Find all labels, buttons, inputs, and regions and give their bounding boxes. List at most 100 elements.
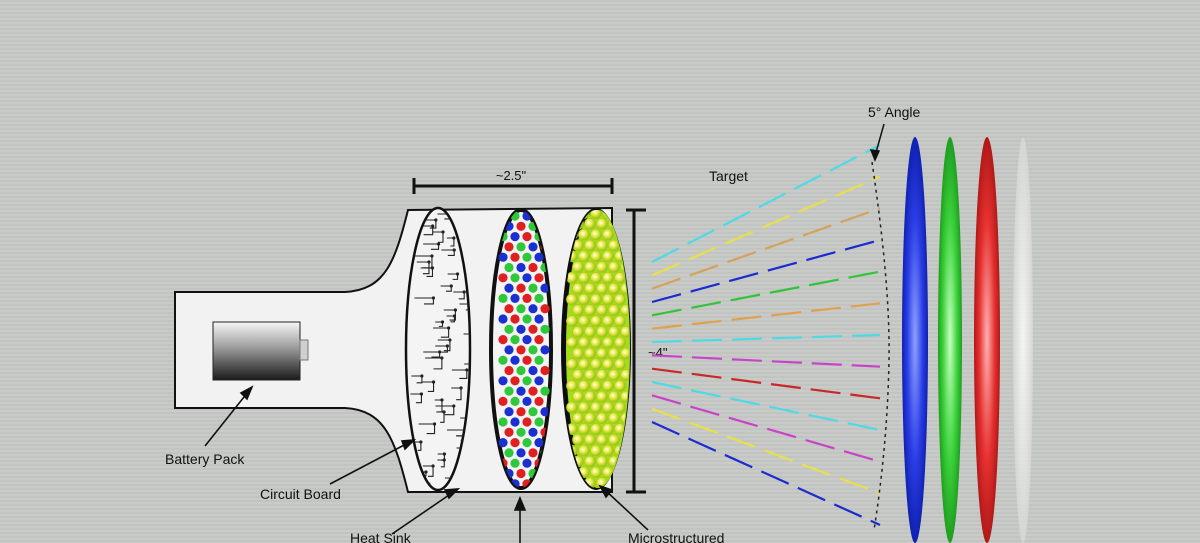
circuit-board-icon xyxy=(404,206,472,492)
lens-cell xyxy=(578,336,590,349)
circuit-trace xyxy=(422,381,435,393)
circuit-trace xyxy=(422,465,434,477)
led-dot xyxy=(534,314,544,324)
lens-cell xyxy=(602,250,614,263)
circuit-trace xyxy=(435,321,444,327)
circuit-pad xyxy=(459,386,463,390)
lens-cell xyxy=(572,347,584,360)
lens-cell xyxy=(602,379,614,392)
led-dot xyxy=(498,252,508,262)
led-dot xyxy=(510,417,520,427)
led-dot xyxy=(528,345,538,355)
led-dot xyxy=(498,355,508,365)
lens-cell xyxy=(584,455,596,468)
led-dot xyxy=(516,468,526,479)
led-dot xyxy=(522,438,532,448)
lens-cell xyxy=(590,444,602,457)
lens-cell xyxy=(572,412,584,425)
circuit-pad xyxy=(430,266,435,270)
circuit-trace xyxy=(451,369,468,379)
led-dot xyxy=(510,335,520,345)
led-dot xyxy=(516,427,526,437)
beam-line xyxy=(651,407,881,495)
led-dot xyxy=(522,458,532,468)
circuit-pad xyxy=(462,290,466,294)
lens-cell xyxy=(572,433,584,446)
target-blue-spot xyxy=(902,137,928,543)
beam-line xyxy=(651,144,881,263)
lens-cell xyxy=(590,336,602,349)
led-dot xyxy=(504,262,514,273)
circuit-pad xyxy=(452,248,456,252)
led-dot xyxy=(528,448,538,458)
led-dot xyxy=(510,396,520,406)
lens-cell xyxy=(608,433,620,446)
led-dot xyxy=(528,365,538,376)
lens-cell xyxy=(572,325,584,338)
lens-cell xyxy=(602,271,614,284)
led-dot xyxy=(510,273,520,283)
height-dimension xyxy=(626,208,646,494)
height-dim-label: ~4" xyxy=(648,345,668,360)
lens-cell xyxy=(602,401,614,414)
lens-cell xyxy=(578,379,590,392)
circuit-trace xyxy=(437,459,445,468)
lens-cell xyxy=(608,304,620,317)
led-dot xyxy=(510,355,520,365)
circuit-pad xyxy=(438,350,442,354)
lens-cell xyxy=(584,369,596,381)
circuit-trace xyxy=(433,327,450,338)
lens-cell xyxy=(590,293,602,306)
lens-cell xyxy=(608,347,620,360)
lens-cell xyxy=(584,217,596,230)
led-dot xyxy=(534,376,544,386)
led-dot xyxy=(522,314,532,324)
heat-sink-label: Heat Sink xyxy=(350,530,412,543)
beam-line xyxy=(651,420,881,527)
lens-cell xyxy=(614,401,626,414)
led-dot xyxy=(516,304,526,314)
led-dot xyxy=(510,232,520,242)
led-dot xyxy=(522,252,532,262)
circuit-pad xyxy=(440,398,444,402)
target-label: Target xyxy=(709,168,748,184)
lens-cell xyxy=(596,347,608,360)
lens-cell xyxy=(614,315,626,327)
lens-cell xyxy=(584,390,596,403)
angle-label: 5° Angle xyxy=(868,104,921,120)
lens-cell xyxy=(584,282,596,295)
lens-cell xyxy=(614,293,626,306)
circuit-pad xyxy=(452,236,456,240)
lens-cell xyxy=(596,369,608,381)
target-green-spot xyxy=(938,137,962,543)
width-dim-label: ~2.5" xyxy=(496,168,527,183)
circuit-trace xyxy=(451,387,462,401)
led-dot xyxy=(516,324,526,334)
lens-cell xyxy=(584,347,596,360)
callout-arrows xyxy=(204,385,649,543)
circuit-pad xyxy=(452,314,457,318)
lens-cell xyxy=(614,379,626,392)
led-dot xyxy=(504,448,514,458)
lens-cell xyxy=(590,271,602,284)
lens-cell xyxy=(596,261,608,273)
circuit-pad xyxy=(431,464,435,468)
circuit-trace xyxy=(463,333,470,343)
led-dot xyxy=(498,335,508,345)
circuit-pad xyxy=(442,458,446,462)
led-dot xyxy=(534,293,544,303)
led-dot xyxy=(534,417,544,427)
light-beams xyxy=(651,144,881,527)
led-dot xyxy=(504,365,514,376)
circuit-pad xyxy=(440,356,444,360)
led-dot xyxy=(504,407,514,417)
circuit-trace xyxy=(447,273,459,280)
lens-cell xyxy=(584,433,596,446)
circuit-board-label: Circuit Board xyxy=(260,486,341,502)
led-dot xyxy=(528,407,538,417)
led-dot xyxy=(510,293,520,303)
circuit-pad xyxy=(419,440,423,444)
led-dot xyxy=(528,304,538,314)
led-dot xyxy=(516,345,526,355)
